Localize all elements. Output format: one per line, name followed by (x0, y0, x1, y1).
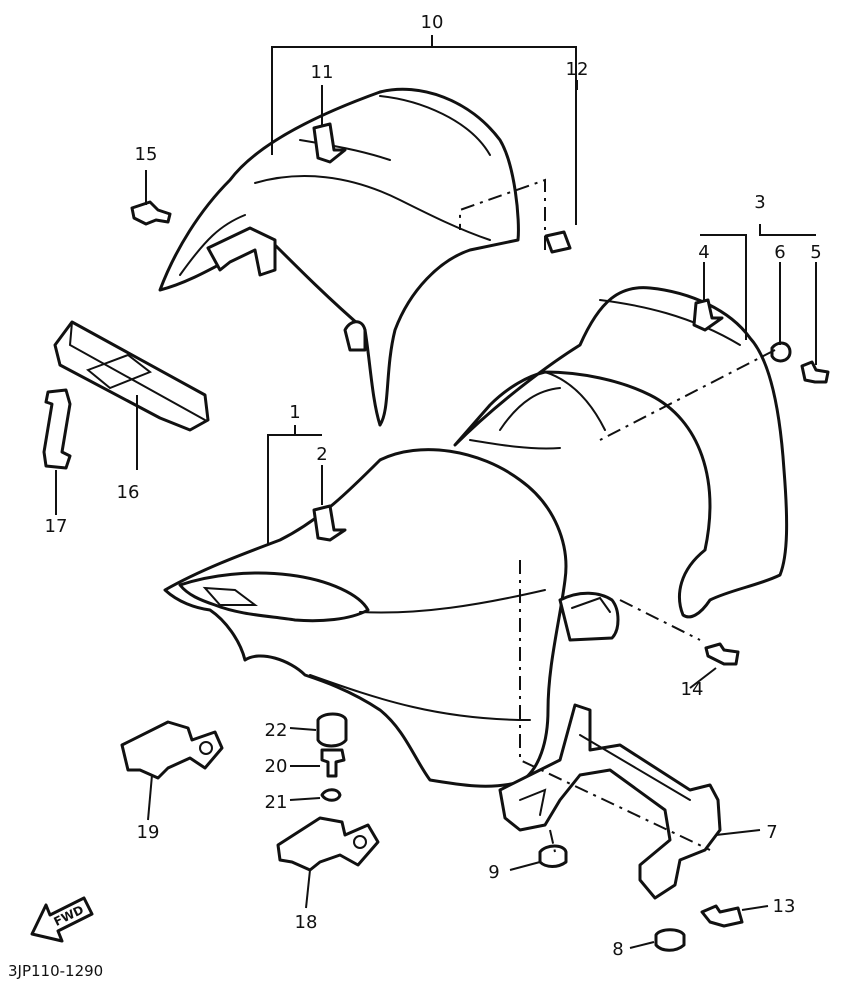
drawing-code: 3JP110-1290 (8, 962, 103, 980)
seat-cowl-part (453, 286, 789, 619)
lock-part-18 (276, 816, 380, 872)
callout-12: 12 (566, 59, 589, 80)
callout-17: 17 (45, 516, 68, 537)
callout-15: 15 (135, 144, 158, 165)
cap-part-9 (538, 844, 568, 868)
washer-part-21 (320, 788, 342, 802)
callout-10: 10 (421, 12, 444, 33)
rear-seat-part (158, 87, 520, 427)
callout-18: 18 (295, 912, 318, 933)
cap-part-22 (316, 712, 348, 748)
callout-13: 13 (773, 896, 796, 917)
nut-part-12 (544, 230, 572, 254)
strap-part-17 (42, 388, 72, 470)
callout-14: 14 (681, 679, 704, 700)
front-seat-part (163, 448, 620, 788)
leader-lines (55, 35, 817, 949)
tray-part-16 (53, 320, 210, 432)
grommet-part-6 (770, 341, 792, 363)
callout-labels: 1 2 3 4 5 6 7 8 9 10 11 12 13 14 15 16 1… (45, 12, 822, 960)
lock-part-19 (120, 720, 224, 780)
callout-8: 8 (612, 939, 623, 960)
forward-arrow-icon: FWD (30, 896, 94, 943)
cap-part-8 (654, 928, 686, 952)
callout-21: 21 (265, 792, 288, 813)
seat-bracket-part (498, 703, 722, 900)
bolt-part-14 (704, 642, 740, 666)
callout-11: 11 (311, 62, 334, 83)
hook-part-11 (312, 122, 347, 164)
callout-4: 4 (698, 242, 709, 263)
callout-5: 5 (810, 242, 821, 263)
callout-2: 2 (316, 444, 327, 465)
hook-part-4 (692, 298, 724, 332)
bolt-part-5 (800, 360, 830, 384)
hook-part-2 (312, 504, 347, 542)
bolt-part-15 (130, 200, 172, 226)
callout-6: 6 (774, 242, 785, 263)
callout-3: 3 (754, 192, 765, 213)
callout-9: 9 (488, 862, 499, 883)
callout-7: 7 (766, 822, 777, 843)
callout-20: 20 (265, 756, 288, 777)
callout-19: 19 (137, 822, 160, 843)
callout-22: 22 (265, 720, 288, 741)
callout-16: 16 (117, 482, 140, 503)
bolt-part-13 (700, 904, 744, 928)
callout-1: 1 (289, 402, 300, 423)
pin-part-20 (320, 748, 346, 778)
